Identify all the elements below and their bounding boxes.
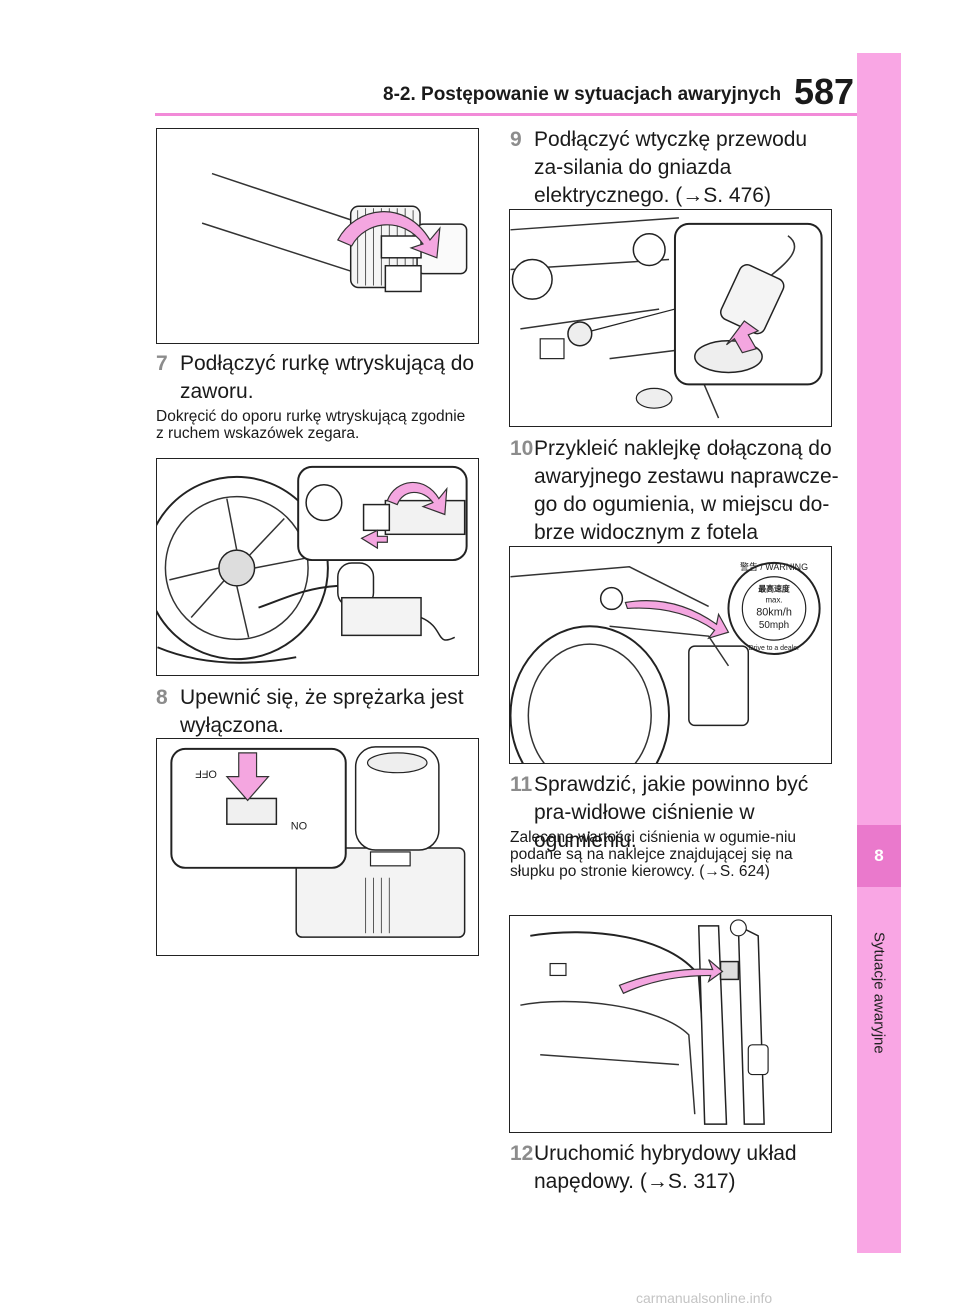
step-number: 8: [156, 686, 168, 709]
step-text: Sprawdzić, jakie powinno być pra-widłowe…: [534, 773, 809, 852]
header-divider: [155, 113, 857, 116]
step-number: 11: [510, 773, 533, 796]
figure-door-pillar: [509, 915, 832, 1133]
chapter-number-badge: 8: [857, 825, 901, 887]
figure-sticker-placement: 警告 / WARNING 最高速度 max. 80km/h 50mph Driv…: [509, 546, 832, 764]
sticker-bottom-text: Drive to a dealer: [749, 645, 800, 652]
figure-compressor-switch: OFF ON: [156, 738, 479, 956]
step-12: 12 Uruchomić hybrydowy układ napędowy. (…: [510, 1140, 840, 1196]
step-11: 11 Sprawdzić, jakie powinno być pra-widł…: [510, 771, 840, 855]
step-10: 10 Przykleić naklejkę dołączoną do awary…: [510, 435, 840, 575]
step-text: Przykleić naklejkę dołączoną do awaryjne…: [534, 437, 839, 572]
chapter-label: Sytuacje awaryjne: [870, 932, 888, 1054]
step-number: 12: [510, 1142, 534, 1165]
chapter-side-tab: [857, 53, 901, 1253]
step-text: Podłączyć wtyczkę przewodu za-silania do…: [534, 128, 808, 207]
figure-injection-hose: [156, 128, 479, 344]
figure-power-outlet: [509, 209, 832, 427]
step-number: 10: [510, 437, 534, 460]
switch-on-label: ON: [291, 819, 307, 831]
sticker-speed-label: 最高速度: [758, 584, 790, 594]
step-number: 9: [510, 128, 522, 151]
sticker-speed-kmh: 80km/h: [756, 606, 792, 618]
step-8: 8 Upewnić się, że sprężarka jest wyłączo…: [156, 684, 486, 740]
step-7: 7 Podłączyć rurkę wtryskującą do zaworu.: [156, 350, 486, 406]
section-title: 8-2. Postępowanie w sytuacjach awaryjnyc…: [383, 84, 782, 105]
step-number: 7: [156, 352, 168, 375]
step-11-note: Zalecane wartości ciśnienia w ogumie-niu…: [510, 829, 797, 880]
sticker-top-text: 警告 / WARNING: [740, 561, 808, 572]
step-text: Upewnić się, że sprężarka jest wyłączona…: [180, 686, 464, 737]
footer-watermark: carmanualsonline.info: [636, 1290, 773, 1306]
sticker-speed-mph: 50mph: [759, 620, 789, 631]
step-7-note: Dokręcić do oporu rurkę wtryskującą zgod…: [156, 408, 466, 442]
sticker-max-label: max.: [765, 595, 782, 604]
step-text: Podłączyć rurkę wtryskującą do zaworu.: [180, 352, 475, 403]
step-text: Uruchomić hybrydowy układ napędowy. (→S.…: [534, 1142, 797, 1193]
figure-wheel-connection: [156, 458, 479, 676]
switch-off-label: OFF: [195, 768, 217, 780]
page-number: 587: [794, 71, 855, 112]
step-9: 9 Podłączyć wtyczkę przewodu za-silania …: [510, 126, 840, 210]
